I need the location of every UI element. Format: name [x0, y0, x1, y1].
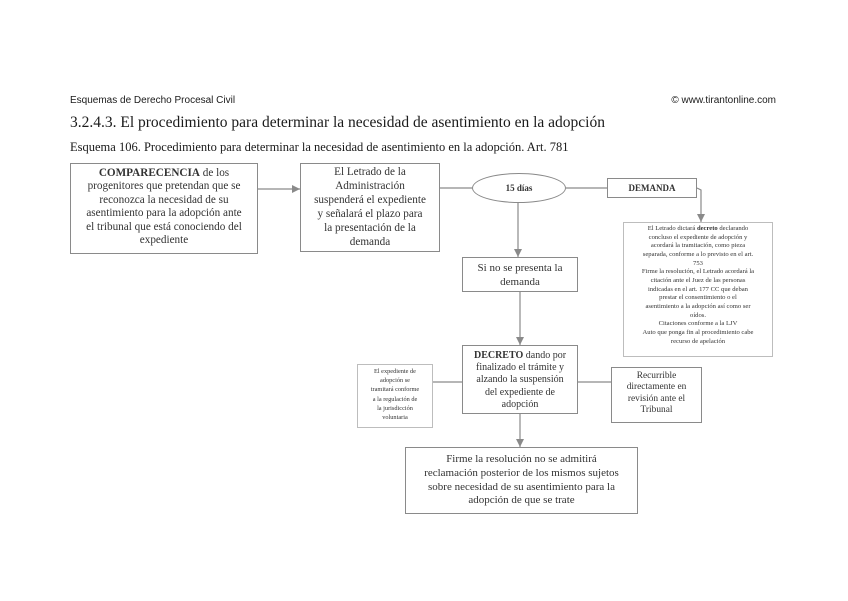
demanda-box: DEMANDA	[607, 178, 697, 198]
letrado-suspende-text: El Letrado de la Administración suspende…	[314, 166, 426, 248]
scheme-caption: Esquema 106. Procedimiento para determin…	[70, 140, 569, 154]
tramite-demanda-box: El Letrado dictará decreto declarando co…	[623, 222, 773, 357]
demanda-label: DEMANDA	[628, 183, 676, 193]
comparecencia-keyword: COMPARECENCIA	[98, 167, 200, 179]
decreto-fin-text: dando por finalizado el trámite y alzand…	[475, 350, 567, 410]
tramite-recurso-paragraph: Auto que ponga fin al procedimiento cabe…	[642, 328, 754, 345]
tramite-citaciones-paragraph: Citaciones conforme a la LJV	[658, 320, 738, 328]
decreto-keyword: DECRETO	[473, 350, 524, 361]
tramite-decreto-paragraph: El Letrado dictará decreto declarando co…	[624, 225, 772, 268]
tramite-decreto-keyword: decreto	[696, 225, 718, 232]
letrado-suspende-box: El Letrado de la Administración suspende…	[300, 163, 440, 252]
arrow-demanda-to-tramite	[696, 187, 705, 222]
sin-demanda-text: Si no se presenta la demanda	[477, 262, 563, 288]
tramite-decreto-text: declarando concluso el expediente de ado…	[642, 225, 754, 267]
recurso-revision-text: Recurrible directamente en revisión ante…	[626, 371, 687, 416]
section-title: 3.2.4.3. El procedimiento para determina…	[70, 114, 605, 131]
recurso-revision-box: Recurrible directamente en revisión ante…	[611, 367, 702, 423]
decreto-fin-box: DECRETO dando por finalizado el trámite …	[462, 345, 578, 414]
comparecencia-text: de los progenitores que pretendan que se…	[86, 167, 242, 247]
plazo-label: 15 días	[505, 183, 533, 193]
jurisdiccion-voluntaria-box: El expediente de adopción se tramitará c…	[357, 364, 433, 428]
running-header-book-title: Esquemas de Derecho Procesal Civil	[70, 95, 236, 106]
tramite-intro: El Letrado dictará	[647, 225, 697, 232]
sin-demanda-box: Si no se presenta la demanda	[462, 257, 578, 292]
firmeza-box: Firme la resolución no se admitirá recla…	[405, 447, 638, 514]
running-header-website: © www.tirantonline.com	[671, 95, 776, 106]
firmeza-text: Firme la resolución no se admitirá recla…	[424, 453, 619, 507]
jurisdiccion-voluntaria-text: El expediente de adopción se tramitará c…	[370, 368, 420, 422]
tramite-citacion-paragraph: Firme la resolución, el Letrado acordará…	[641, 268, 755, 319]
plazo-ellipse: 15 días	[472, 173, 566, 203]
comparecencia-box: COMPARECENCIA de los progenitores que pr…	[70, 163, 258, 254]
